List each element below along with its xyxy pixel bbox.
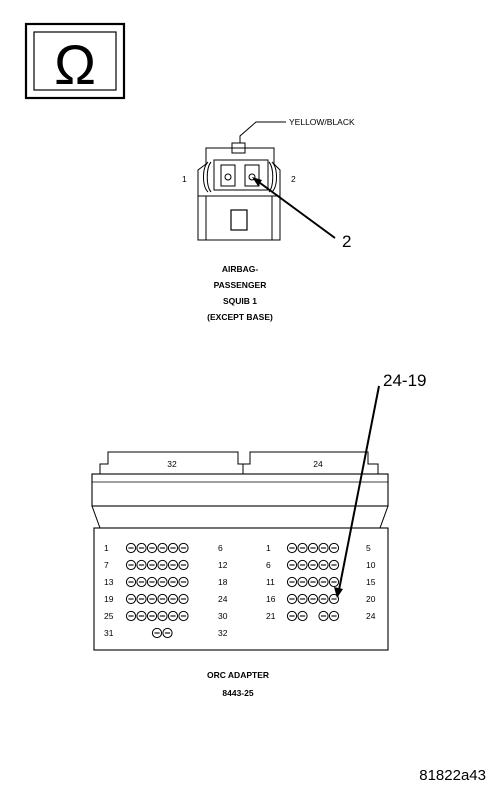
- row-start-label: 25: [104, 611, 114, 621]
- squib-callout-label: 2: [342, 232, 351, 251]
- squib-caption-line: SQUIB 1: [223, 296, 257, 306]
- row-end-label: 6: [218, 543, 223, 553]
- row-end-label: 24: [366, 611, 376, 621]
- ohmmeter-icon-box: Ω: [24, 22, 126, 100]
- adapter-caption-line: 8443-25: [222, 688, 253, 698]
- squib-caption-line: AIRBAG-: [222, 264, 259, 274]
- row-end-label: 10: [366, 560, 376, 570]
- row-start-label: 6: [266, 560, 271, 570]
- left-pin-rows: 1 6 7 12 13 18 19 24 25 30 31 32: [104, 542, 228, 639]
- row-start-label: 13: [104, 577, 114, 587]
- squib-connector: YELLOW/BLACK 1 2 2: [182, 117, 355, 251]
- row-start-label: 21: [266, 611, 276, 621]
- squib-pin-2-label: 2: [291, 174, 296, 184]
- row-end-label: 18: [218, 577, 228, 587]
- row-start-label: 31: [104, 628, 114, 638]
- squib-caption-line: PASSENGER: [214, 280, 267, 290]
- wire-color-label: YELLOW/BLACK: [289, 117, 355, 127]
- row-end-label: 20: [366, 594, 376, 604]
- squib-caption-line: (EXCEPT BASE): [207, 312, 273, 322]
- squib-caption: AIRBAG- PASSENGER SQUIB 1 (EXCEPT BASE): [207, 264, 273, 322]
- row-end-label: 15: [366, 577, 376, 587]
- adapter-callout-label: 24-19: [383, 371, 426, 390]
- adapter-caption: ORC ADAPTER 8443-25: [207, 670, 269, 698]
- left-header-label: 32: [167, 459, 177, 469]
- right-header-label: 24: [313, 459, 323, 469]
- row-start-label: 19: [104, 594, 114, 604]
- row-start-label: 1: [266, 543, 271, 553]
- adapter-caption-line: ORC ADAPTER: [207, 670, 269, 680]
- ohmmeter-omega-icon: Ω: [54, 33, 96, 96]
- row-end-label: 30: [218, 611, 228, 621]
- row-start-label: 11: [266, 577, 275, 587]
- row-end-label: 12: [218, 560, 228, 570]
- row-end-label: 24: [218, 594, 228, 604]
- row-end-label: 32: [218, 628, 228, 638]
- squib-pin-1-label: 1: [182, 174, 187, 184]
- row-start-label: 1: [104, 543, 109, 553]
- row-end-label: 5: [366, 543, 371, 553]
- figure-id: 81822a43: [419, 767, 486, 784]
- row-start-label: 16: [266, 594, 276, 604]
- row-start-label: 7: [104, 560, 109, 570]
